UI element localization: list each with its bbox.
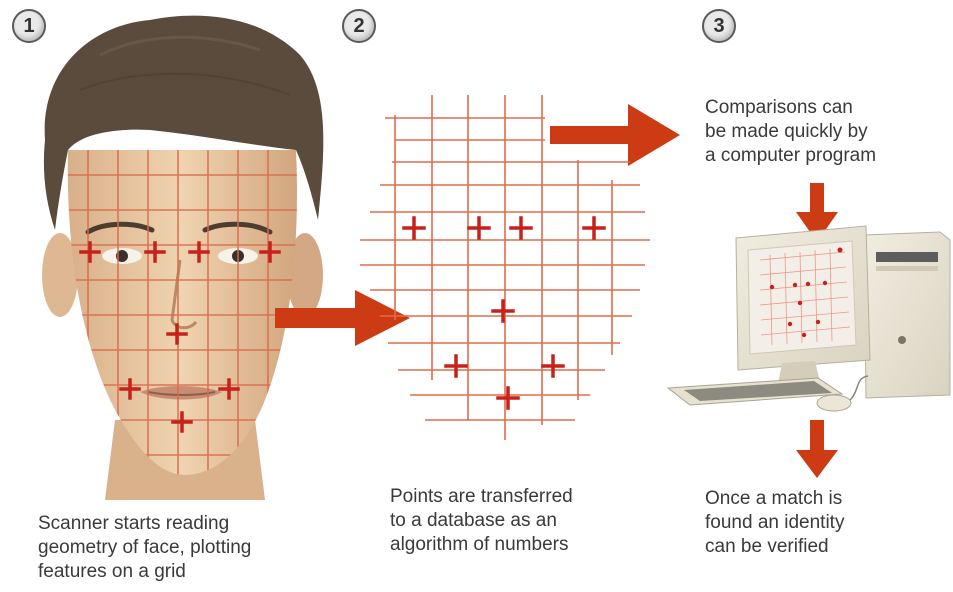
face-illustration: [42, 15, 324, 500]
left-ear: [42, 233, 78, 317]
nose: [170, 259, 198, 330]
step-3-caption-top: Comparisons can be made quickly by a com…: [705, 96, 876, 168]
step-3-badge: 3: [702, 9, 736, 43]
face-markers: [79, 241, 281, 433]
arrow-grid-to-computer: [550, 104, 680, 166]
arrow-down-to-result: [796, 420, 838, 478]
step-1-caption-line-3: features on a grid: [38, 561, 186, 582]
step-1-badge: 1: [12, 9, 46, 43]
tower: [863, 231, 951, 399]
arrow-face-to-grid: [275, 290, 410, 346]
database-grid: [360, 95, 650, 440]
step-1-caption: Scanner starts reading geometry of face,…: [38, 512, 251, 584]
step-1-caption-line-1: Scanner starts reading: [38, 513, 230, 534]
left-eyebrow: [85, 221, 155, 235]
mouse: [816, 394, 852, 412]
step-2-caption-line-2: to a database as an: [390, 510, 557, 531]
step-2-caption-line-1: Points are transferred: [390, 486, 573, 507]
step-3-caption-top-line-2: be made quickly by: [705, 121, 868, 142]
step-2-badge: 2: [342, 9, 376, 43]
step-3-caption-bottom-line-3: can be verified: [705, 536, 829, 557]
mouth: [140, 386, 222, 400]
computer-illustration: [666, 225, 951, 412]
step-3-caption-bottom-line-2: found an identity: [705, 512, 845, 533]
step-1-caption-line-2: geometry of face, plotting: [38, 537, 252, 558]
monitor-screen: [747, 240, 857, 355]
face-shape: [67, 150, 297, 475]
step-2-caption: Points are transferred to a database as …: [390, 485, 573, 557]
step-3-caption-top-line-3: a computer program: [705, 145, 877, 166]
step-3-caption-bottom: Once a match is found an identity can be…: [705, 487, 844, 559]
step-3-caption-top-line-1: Comparisons can: [705, 97, 853, 118]
step-3-caption-bottom-line-1: Once a match is: [705, 488, 843, 509]
right-eyebrow: [202, 221, 273, 235]
right-ear: [287, 233, 323, 317]
database-markers: [402, 216, 606, 410]
hair: [43, 15, 324, 231]
step-2-caption-line-3: algorithm of numbers: [390, 534, 569, 555]
arrow-down-to-computer: [796, 183, 838, 242]
